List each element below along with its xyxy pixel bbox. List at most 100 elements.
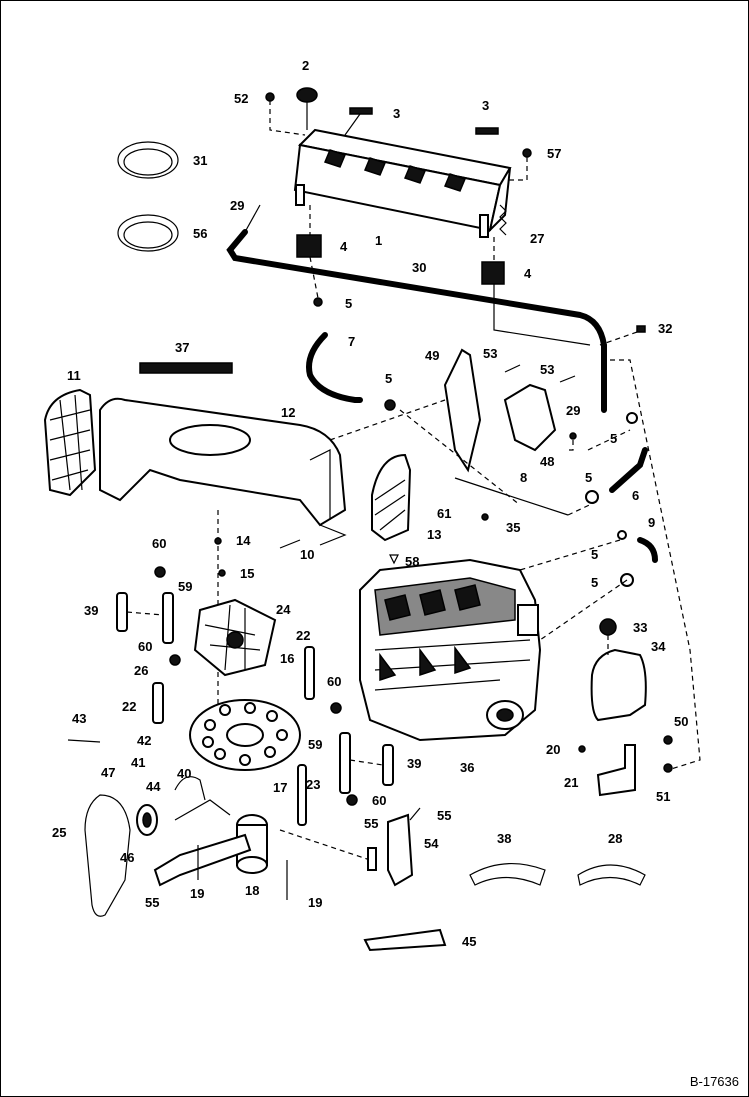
coil-hose-part [117, 141, 179, 252]
callout-label: 7 [348, 334, 355, 349]
bracket-part [503, 383, 557, 452]
callout-label: 19 [308, 895, 322, 910]
callout-label: 44 [146, 779, 161, 794]
bracket-part [387, 813, 414, 887]
callout-label: 59 [308, 737, 322, 752]
callout-label: 2 [302, 58, 309, 73]
sealant-tube-part [363, 928, 447, 952]
hose-part [226, 229, 607, 413]
callout-label: 22 [122, 699, 136, 714]
callout-label: 33 [633, 620, 647, 635]
callout-label: 23 [306, 777, 320, 792]
fan-part [193, 598, 277, 677]
bracket-part [596, 744, 636, 797]
callout-label: 46 [120, 850, 134, 865]
guard-part [371, 453, 412, 542]
hose-part [469, 862, 546, 886]
callout-label: 37 [175, 340, 189, 355]
callout-label: 5 [610, 431, 617, 446]
callout-label: 39 [84, 603, 98, 618]
callout-label: 29 [566, 403, 580, 418]
callout-label: 4 [524, 266, 532, 281]
bar-part [139, 362, 233, 374]
callout-label: 55 [364, 816, 378, 831]
callout-label: 20 [546, 742, 560, 757]
callout-label: 9 [648, 515, 655, 530]
callout-label: 53 [540, 362, 554, 377]
callout-label: 19 [190, 886, 204, 901]
callout-label: 5 [385, 371, 392, 386]
bolt-part [349, 107, 373, 115]
callout-label: 6 [632, 488, 639, 503]
callout-label: 26 [134, 663, 148, 678]
callout-label: 22 [296, 628, 310, 643]
callout-label: 40 [177, 766, 191, 781]
callout-label: 5 [591, 547, 598, 562]
bolt-part [475, 127, 499, 135]
callout-label: 48 [540, 454, 554, 469]
callout-label: 55 [437, 808, 451, 823]
callout-label: 56 [193, 226, 207, 241]
coolant-tank-part [590, 648, 647, 722]
callout-label: 52 [234, 91, 248, 106]
callout-label: 60 [138, 639, 152, 654]
callout-label: 31 [193, 153, 207, 168]
drawing-number: B-17636 [689, 1074, 739, 1089]
callout-labels: 2 52 3 3 31 57 29 1 27 56 4 30 4 5 32 37… [52, 58, 688, 949]
callout-label: 1 [375, 233, 382, 248]
callout-label: 60 [327, 674, 341, 689]
callout-label: 38 [497, 831, 511, 846]
callout-label: 30 [412, 260, 426, 275]
callout-label: 57 [547, 146, 561, 161]
callout-label: 8 [520, 470, 527, 485]
callout-label: 60 [152, 536, 166, 551]
callout-label: 10 [300, 547, 314, 562]
callout-label: 16 [280, 651, 294, 666]
callout-label: 59 [178, 579, 192, 594]
belt-part [84, 794, 131, 917]
callout-label: 45 [462, 934, 476, 949]
callout-label: 54 [424, 836, 439, 851]
callout-label: 12 [281, 405, 295, 420]
callout-label: 29 [230, 198, 244, 213]
callout-label: 32 [658, 321, 672, 336]
callout-label: 3 [393, 106, 400, 121]
callout-label: 21 [564, 775, 578, 790]
callout-label: 5 [345, 296, 352, 311]
cap-part [296, 87, 318, 103]
callout-label: 34 [651, 639, 666, 654]
cap-part [599, 618, 617, 636]
callout-label: 17 [273, 780, 287, 795]
callout-label: 51 [656, 789, 670, 804]
callout-label: 14 [236, 533, 251, 548]
bracket-part [443, 348, 482, 473]
callout-label: 28 [608, 831, 622, 846]
callout-label: 11 [67, 368, 81, 383]
callout-label: 27 [530, 231, 544, 246]
flywheel-part [189, 699, 301, 771]
callout-label: 53 [483, 346, 497, 361]
callout-label: 49 [425, 348, 439, 363]
callout-label: 36 [460, 760, 474, 775]
callout-label: 24 [276, 602, 291, 617]
callout-label: 42 [137, 733, 151, 748]
callout-label: 39 [407, 756, 421, 771]
callout-label: 43 [72, 711, 86, 726]
callout-label: 5 [591, 575, 598, 590]
callout-label: 60 [372, 793, 386, 808]
engine-block-part [359, 558, 542, 742]
grille-part [43, 388, 97, 497]
callout-label: 4 [340, 239, 348, 254]
fan-shroud-part [99, 397, 347, 527]
radiator-part [293, 128, 512, 238]
callout-label: 35 [506, 520, 520, 535]
callout-label: 50 [674, 714, 688, 729]
callout-label: 61 [437, 506, 451, 521]
callout-label: 3 [482, 98, 489, 113]
callout-label: 13 [427, 527, 441, 542]
callout-label: 47 [101, 765, 115, 780]
hose-part [577, 864, 646, 886]
callout-label: 18 [245, 883, 259, 898]
callout-label: 25 [52, 825, 66, 840]
